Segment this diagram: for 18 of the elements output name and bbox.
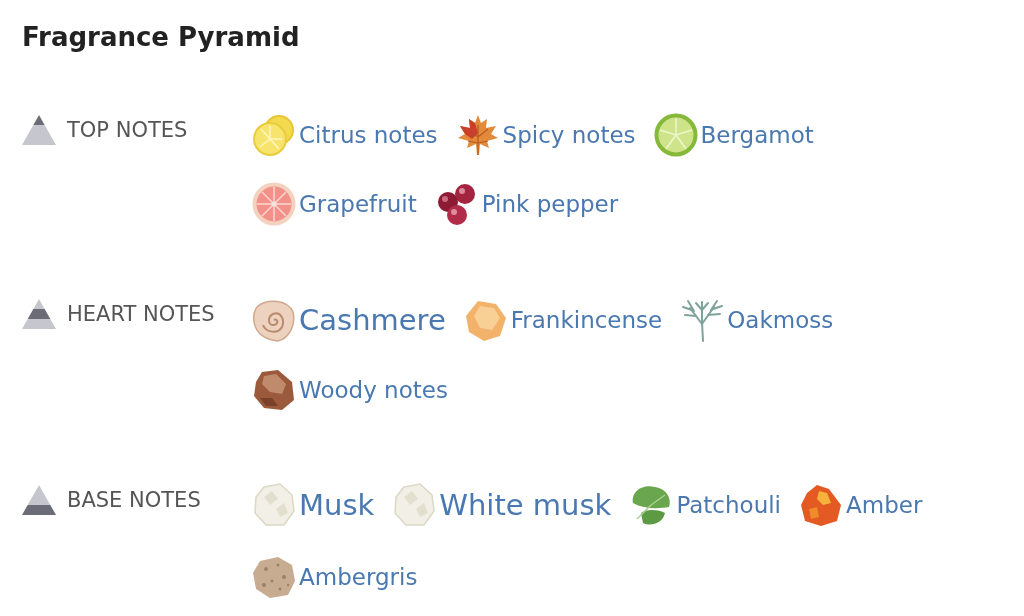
note-label: Musk	[299, 488, 375, 522]
note-label: Grapefruit	[299, 191, 417, 217]
note-label: White musk	[439, 488, 612, 522]
note-label: Citrus notes	[299, 122, 438, 148]
title: Fragrance Pyramid	[22, 21, 300, 54]
note-label: Patchouli	[676, 492, 781, 518]
note-label: Pink pepper	[481, 191, 619, 217]
note-label: Amber	[846, 492, 923, 518]
note-label: Oakmoss	[727, 307, 834, 333]
note-label: Ambergris	[299, 564, 418, 590]
section-heading: TOP NOTES	[67, 117, 188, 144]
section-heading: HEART NOTES	[67, 301, 215, 328]
note-label: Frankincense	[510, 307, 663, 333]
note-label: Spicy notes	[502, 122, 636, 148]
note-label: Cashmere	[299, 303, 446, 337]
note-label: Woody notes	[299, 377, 448, 403]
note-label: Bergamot	[700, 122, 814, 148]
section-heading: BASE NOTES	[67, 487, 201, 514]
